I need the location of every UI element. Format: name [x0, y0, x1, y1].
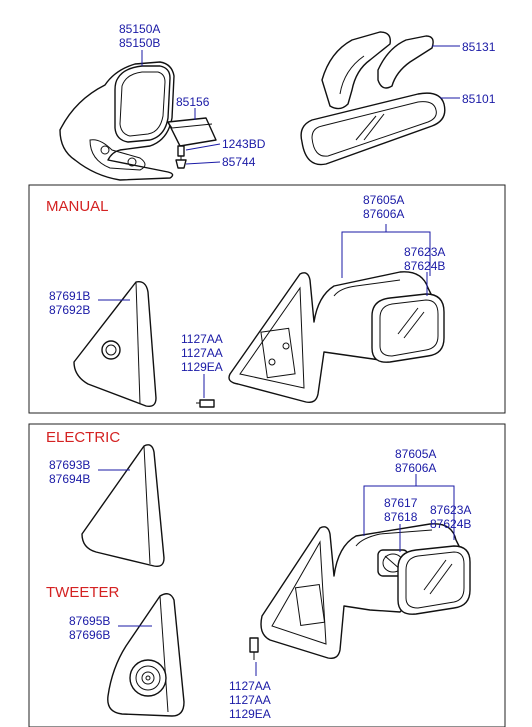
part-number-87693B: 87693B — [49, 458, 90, 472]
part-number-1243BD: 1243BD — [222, 137, 266, 151]
part-number-1127AA: 1127AA — [229, 679, 271, 693]
part-number-1127AA: 1127AA — [181, 346, 223, 360]
section-title-manual: MANUAL — [46, 198, 109, 215]
part-number-87696B: 87696B — [69, 628, 110, 642]
mirror-stay-cover-85131 — [321, 31, 434, 110]
part-number-1127AA: 1127AA — [229, 693, 271, 707]
part-number-85744: 85744 — [222, 155, 256, 169]
manual-section-box — [28, 184, 506, 414]
leader-bracket — [363, 485, 455, 540]
part-number-87606A: 87606A — [395, 461, 436, 475]
part-number-87623A: 87623A — [430, 503, 471, 517]
part-number-85101: 85101 — [462, 92, 496, 106]
part-number-87624B: 87624B — [430, 517, 471, 531]
electric-mirror-glass-87623A — [397, 545, 471, 615]
leader-line — [185, 161, 221, 165]
bolt-1127AA-icon — [196, 399, 215, 408]
part-number-87618: 87618 — [384, 510, 418, 524]
corner-cover-87693B — [81, 444, 165, 568]
part-number-87694B: 87694B — [49, 472, 90, 486]
part-number-87617: 87617 — [384, 496, 418, 510]
section-title-tweeter: TWEETER — [46, 584, 119, 601]
clip-85744-icon — [175, 159, 187, 169]
inside-rearview-mirror-85101 — [300, 92, 446, 166]
part-number-87695B: 87695B — [69, 614, 110, 628]
part-number-87606A: 87606A — [363, 207, 404, 221]
screw-1243BD-icon — [177, 145, 185, 160]
manual-mirror-glass-87623A — [371, 293, 445, 363]
part-number-85131: 85131 — [462, 40, 496, 54]
part-number-85156: 85156 — [176, 95, 210, 109]
leader-line — [185, 143, 221, 151]
part-number-87624B: 87624B — [404, 259, 445, 273]
part-number-87605A: 87605A — [395, 447, 436, 461]
mirror-plate-85156 — [167, 117, 217, 147]
section-title-electric: ELECTRIC — [46, 429, 120, 446]
tweeter-cover-87695B — [107, 593, 185, 717]
part-number-87623A: 87623A — [404, 245, 445, 259]
outside-mirror-housing-85150 — [59, 61, 175, 181]
corner-cover-87691B — [73, 281, 157, 408]
bolt-1127AA-icon — [249, 637, 259, 660]
part-number-87691B: 87691B — [49, 289, 90, 303]
electric-section-box — [28, 423, 506, 727]
part-number-85150A: 85150A — [119, 22, 160, 36]
part-number-85150B: 85150B — [119, 36, 160, 50]
part-number-87605A: 87605A — [363, 193, 404, 207]
part-number-87692B: 87692B — [49, 303, 90, 317]
part-number-1127AA: 1127AA — [181, 332, 223, 346]
part-number-1129EA: 1129EA — [181, 360, 223, 374]
part-number-1129EA: 1129EA — [229, 707, 271, 721]
